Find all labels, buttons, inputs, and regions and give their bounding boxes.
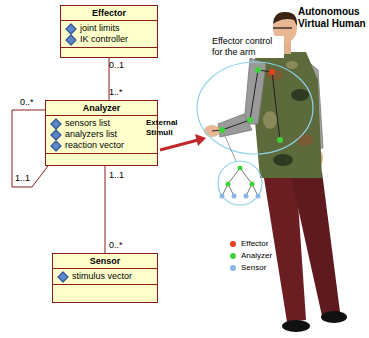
class-name: Sensor	[53, 254, 157, 269]
legend-row: Effector	[230, 238, 272, 250]
uml-class-box: Effectorjoint limitsIK controller	[60, 5, 158, 58]
attribute-row: analyzers list	[50, 129, 153, 140]
association-line	[105, 166, 106, 253]
attribute-row: stimulus vector	[57, 271, 153, 282]
class-name: Analyzer	[46, 101, 157, 116]
attribute-compartment: stimulus vector	[53, 269, 157, 284]
attribute-icon	[50, 140, 61, 151]
attribute-icon	[65, 23, 76, 34]
legend: EffectorAnalyzerSensor	[230, 238, 272, 274]
class-name: Effector	[61, 6, 157, 21]
attribute-text: joint limits	[80, 23, 120, 34]
legend-swatch	[230, 253, 236, 259]
multiplicity-label: 1..*	[109, 87, 123, 98]
attribute-row: joint limits	[65, 23, 153, 34]
legend-text: Effector	[241, 238, 268, 250]
operation-compartment	[61, 47, 157, 54]
operation-compartment	[53, 284, 157, 291]
legend-swatch	[230, 241, 236, 247]
attribute-icon	[57, 271, 68, 282]
attribute-text: analyzers list	[65, 129, 117, 140]
attribute-icon	[65, 34, 76, 45]
legend-swatch	[230, 265, 236, 271]
legend-text: Analyzer	[241, 250, 272, 262]
multiplicity-label: 1..1	[109, 170, 124, 181]
legend-row: Sensor	[230, 262, 272, 274]
annotation-text: External Stimuli	[146, 118, 194, 138]
multiplicity-label: 0..1	[109, 60, 124, 71]
attribute-text: IK controller	[80, 34, 128, 45]
operation-compartment	[46, 153, 157, 160]
attribute-row: IK controller	[65, 34, 153, 45]
attribute-row: reaction vector	[50, 140, 153, 151]
multiplicity-label: 0..*	[109, 240, 123, 251]
attribute-compartment: joint limitsIK controller	[61, 21, 157, 47]
association-line	[12, 110, 48, 187]
uml-class-box: Analyzersensors listanalyzers listreacti…	[45, 100, 158, 166]
attribute-text: stimulus vector	[72, 271, 132, 282]
attribute-row: sensors list	[50, 118, 153, 129]
uml-class-box: Sensor stimulus vector	[52, 253, 158, 303]
multiplicity-label: 1..1	[15, 173, 30, 184]
attribute-text: sensors list	[65, 118, 110, 129]
annotation-text: Effector control for the arm	[212, 36, 284, 58]
legend-text: Sensor	[241, 262, 266, 274]
attribute-icon	[50, 129, 61, 140]
attribute-text: reaction vector	[65, 140, 124, 151]
legend-row: Analyzer	[230, 250, 272, 262]
annotation-text: Autonomous Virtual Human	[298, 6, 368, 30]
attribute-icon	[50, 118, 61, 129]
attribute-compartment: sensors listanalyzers listreaction vecto…	[46, 116, 157, 153]
multiplicity-label: 0..*	[20, 97, 34, 108]
